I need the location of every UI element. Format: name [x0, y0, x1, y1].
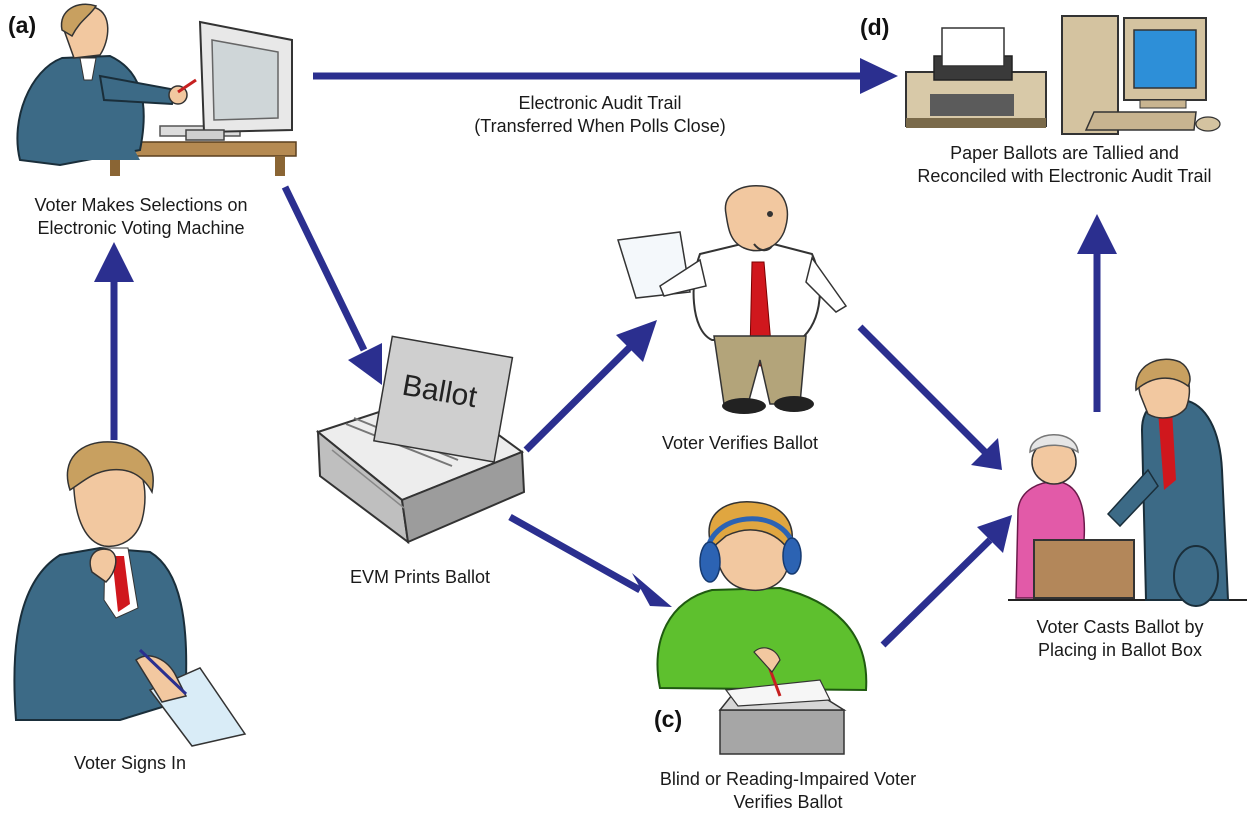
label-voter-casts-ballot: Voter Casts Ballot by Placing in Ballot … [1000, 616, 1240, 662]
printer-illustration [315, 335, 526, 545]
label-paper-ballots-tallied-line1: Paper Ballots are Tallied and [950, 143, 1179, 163]
arrow-select-to-printer [281, 185, 382, 385]
arrow-signin-to-select [94, 242, 134, 440]
voter-verifying-illustration [617, 185, 848, 414]
label-voter-casts-ballot-line1: Voter Casts Ballot by [1036, 617, 1204, 637]
label-voter-verifies-ballot: Voter Verifies Ballot [661, 433, 819, 453]
label-blind-voter-verifies-line1: Blind or Reading-Impaired Voter [659, 769, 917, 789]
label-voter-makes-selections-line2: Electronic Voting Machine [37, 218, 245, 238]
arrow-audit-trail [313, 58, 898, 94]
label-voter-signs-in: Voter Signs In [73, 753, 187, 773]
label-paper-ballots-tallied-line2: Reconciled with Electronic Audit Trail [917, 166, 1212, 186]
voter-at-computer-illustration [16, 3, 297, 176]
voter-casting-illustration [1008, 358, 1247, 607]
blind-voter-illustration [656, 501, 868, 755]
label-electronic-audit-trail-line2: (Transferred When Polls Close) [474, 116, 726, 136]
arrow-cast-to-tally [1077, 214, 1117, 412]
arrow-verify-to-cast [857, 324, 1002, 470]
label-blind-voter-verifies-line2: Verifies Ballot [733, 792, 843, 812]
marker-a: (a) [8, 12, 37, 38]
label-evm-prints-ballot: EVM Prints Ballot [349, 567, 491, 587]
voter-signing-in-illustration [13, 441, 247, 747]
label-blind-voter-verifies: Blind or Reading-Impaired Voter Verifies… [608, 768, 968, 814]
label-electronic-audit-trail-line1: Electronic Audit Trail [518, 93, 682, 113]
marker-d: (d) [860, 14, 890, 40]
label-voter-casts-ballot-line2: Placing in Ballot Box [1037, 640, 1203, 660]
tally-equipment-illustration [905, 15, 1221, 135]
arrow-printer-to-blind [508, 513, 672, 607]
arrow-blind-to-cast [880, 515, 1012, 648]
label-paper-ballots-tallied: Paper Ballots are Tallied and Reconciled… [880, 142, 1249, 188]
label-voter-makes-selections: Voter Makes Selections on Electronic Vot… [0, 194, 282, 240]
marker-c: (c) [654, 706, 683, 732]
arrow-printer-to-verify [523, 320, 657, 453]
label-electronic-audit-trail: Electronic Audit Trail (Transferred When… [430, 92, 770, 138]
arrows [94, 58, 1117, 648]
ballot-sheet [373, 335, 514, 463]
label-voter-makes-selections-line1: Voter Makes Selections on [34, 195, 248, 215]
